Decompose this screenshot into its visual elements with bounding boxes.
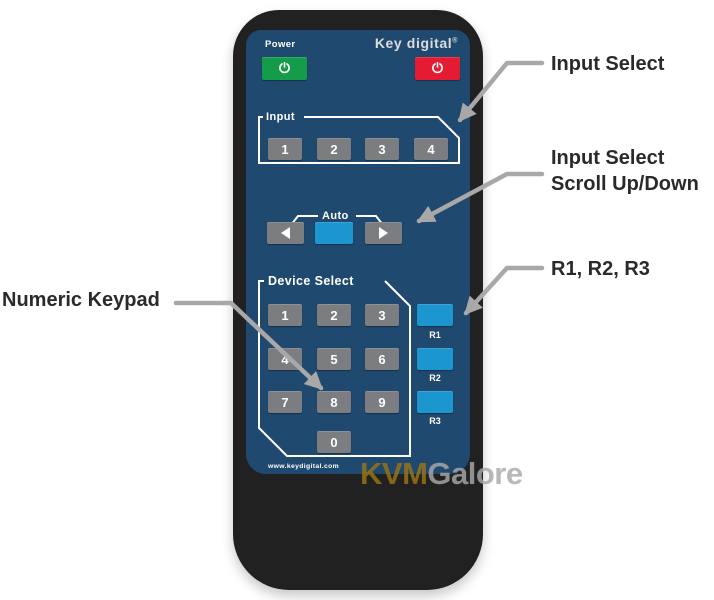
callout-numeric-keypad: Numeric Keypad <box>2 289 160 311</box>
callout-scroll-line1: Input Select <box>551 147 665 169</box>
input-button-2[interactable]: 2 <box>317 138 351 160</box>
triangle-right-icon <box>379 227 388 239</box>
keypad-button-8[interactable]: 8 <box>317 391 351 413</box>
r1-button[interactable] <box>417 304 453 326</box>
keypad-button-4[interactable]: 4 <box>268 348 302 370</box>
scroll-up-button[interactable] <box>365 222 402 244</box>
registered-mark: ® <box>452 37 458 45</box>
keypad-button-3[interactable]: 3 <box>365 304 399 326</box>
scroll-down-button[interactable] <box>267 222 304 244</box>
remote-control: Power Key digital® Input <box>233 10 483 590</box>
keypad-button-5[interactable]: 5 <box>317 348 351 370</box>
input-group-label: Input <box>266 111 295 123</box>
power-icon <box>278 61 291 77</box>
callout-input-select: Input Select <box>551 53 665 75</box>
watermark-kvm: KVM <box>360 456 428 491</box>
keypad-button-6[interactable]: 6 <box>365 348 399 370</box>
keypad-button-9[interactable]: 9 <box>365 391 399 413</box>
callout-scroll: Input Select Scroll Up/Down <box>551 145 699 197</box>
keypad-button-7[interactable]: 7 <box>268 391 302 413</box>
auto-button[interactable] <box>315 222 353 244</box>
input-button-4[interactable]: 4 <box>414 138 448 160</box>
brand-logo: Key digital® <box>375 35 458 51</box>
r3-button[interactable] <box>417 391 453 413</box>
website-text: www.keydigital.com <box>268 463 340 470</box>
kvmgalore-watermark: KVMGalore <box>360 456 523 492</box>
r3-label: R3 <box>429 416 441 426</box>
device-group-border <box>258 280 411 457</box>
keypad-button-2[interactable]: 2 <box>317 304 351 326</box>
r2-label: R2 <box>429 373 441 383</box>
callout-r-buttons: R1, R2, R3 <box>551 258 650 280</box>
power-off-button[interactable] <box>415 57 460 80</box>
keypad-button-0[interactable]: 0 <box>317 431 351 453</box>
watermark-galore: Galore <box>427 456 523 491</box>
remote-faceplate: Power Key digital® Input <box>246 30 470 474</box>
r2-button[interactable] <box>417 348 453 370</box>
input-button-1[interactable]: 1 <box>268 138 302 160</box>
device-select-label: Device Select <box>268 274 354 288</box>
r1-label: R1 <box>429 330 441 340</box>
auto-label: Auto <box>322 210 349 222</box>
brand-text: Key digital <box>374 35 453 51</box>
triangle-left-icon <box>281 227 290 239</box>
callout-scroll-line2: Scroll Up/Down <box>551 173 699 195</box>
power-label: Power <box>265 39 296 50</box>
power-on-button[interactable] <box>262 57 307 80</box>
power-icon <box>431 61 444 77</box>
input-group-border <box>258 116 460 164</box>
keypad-button-1[interactable]: 1 <box>268 304 302 326</box>
input-button-3[interactable]: 3 <box>365 138 399 160</box>
